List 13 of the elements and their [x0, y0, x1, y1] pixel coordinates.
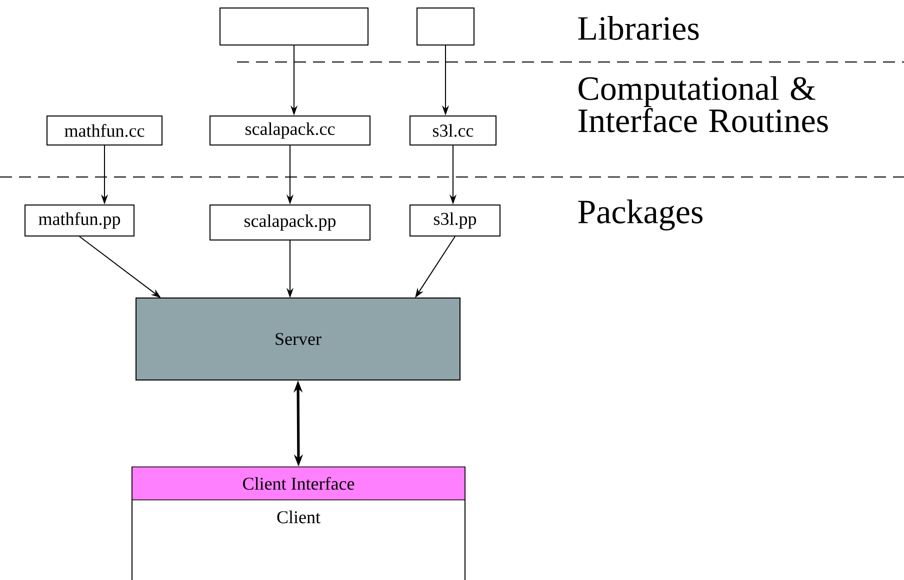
section-label: Libraries [578, 16, 699, 40]
library-box [416, 8, 474, 46]
library-box [220, 8, 368, 46]
server-box: Server [136, 297, 460, 380]
section-label: Packages [578, 200, 702, 230]
section-label: Computational & Interface Routines [578, 76, 828, 132]
file-box: mathfun.pp [24, 204, 134, 236]
file-box: s3l.pp [410, 204, 500, 236]
file-box: scalapack.cc [210, 116, 370, 146]
file-box: scalapack.pp [210, 204, 370, 240]
file-box: s3l.cc [410, 116, 496, 146]
file-box: mathfun.cc [46, 116, 162, 146]
interface-band: Client Interface [132, 466, 466, 500]
